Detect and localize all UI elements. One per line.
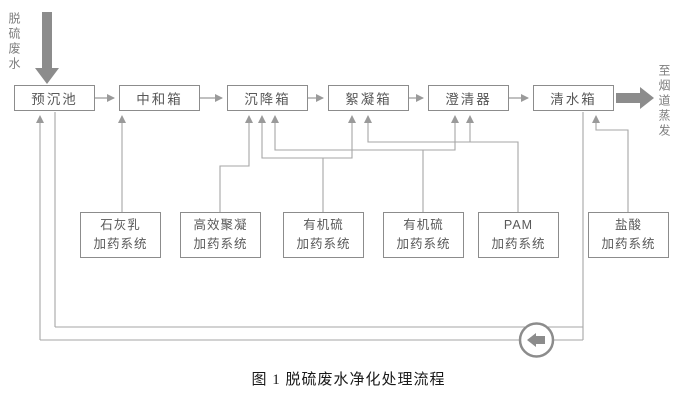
dosing-box-lime: 石灰乳 加药系统 [80, 212, 161, 258]
inlet-label: 脱硫废水 [7, 12, 21, 72]
dosing-box-label: 加药系统 [93, 237, 148, 251]
dosing-connector-lines [118, 115, 629, 212]
recycle-pump-icon [518, 322, 555, 358]
process-box-sedimentation: 沉降箱 [227, 85, 308, 111]
dosing-box-organosulfur-1: 有机硫 加药系统 [283, 212, 364, 258]
dosing-box-hcl: 盐酸 加药系统 [588, 212, 669, 258]
dosing-box-pam: PAM 加药系统 [478, 212, 559, 258]
dosing-box-coagulant: 高效聚凝 加药系统 [180, 212, 261, 258]
recycle-loop-lines [36, 112, 584, 341]
dosing-box-label: 加药系统 [396, 237, 451, 251]
process-box-cleanwater: 清水箱 [533, 85, 614, 111]
dosing-box-label: 石灰乳 [100, 217, 141, 232]
dosing-box-label: 加药系统 [491, 237, 546, 251]
process-box-presedimentation: 预沉池 [14, 85, 95, 111]
process-box-flocculation: 絮凝箱 [328, 85, 409, 111]
dosing-box-label: 盐酸 [614, 217, 642, 232]
dosing-box-label: 加药系统 [193, 237, 248, 251]
dosing-box-label: 有机硫 [403, 217, 444, 232]
inlet-arrow-icon [35, 12, 59, 84]
outlet-arrow-icon [616, 87, 654, 109]
dosing-box-organosulfur-2: 有机硫 加药系统 [383, 212, 464, 258]
dosing-box-label: 加药系统 [296, 237, 351, 251]
process-box-clarifier: 澄清器 [428, 85, 509, 111]
dosing-box-label: 有机硫 [303, 217, 344, 232]
dosing-box-label: 加药系统 [601, 237, 656, 251]
dosing-box-label: PAM [503, 217, 534, 232]
figure-caption: 图 1 脱硫废水净化处理流程 [251, 372, 446, 388]
dosing-box-label: 高效聚凝 [193, 217, 248, 232]
outlet-label: 至烟道蒸发 [657, 64, 671, 139]
process-box-neutralization: 中和箱 [119, 85, 200, 111]
